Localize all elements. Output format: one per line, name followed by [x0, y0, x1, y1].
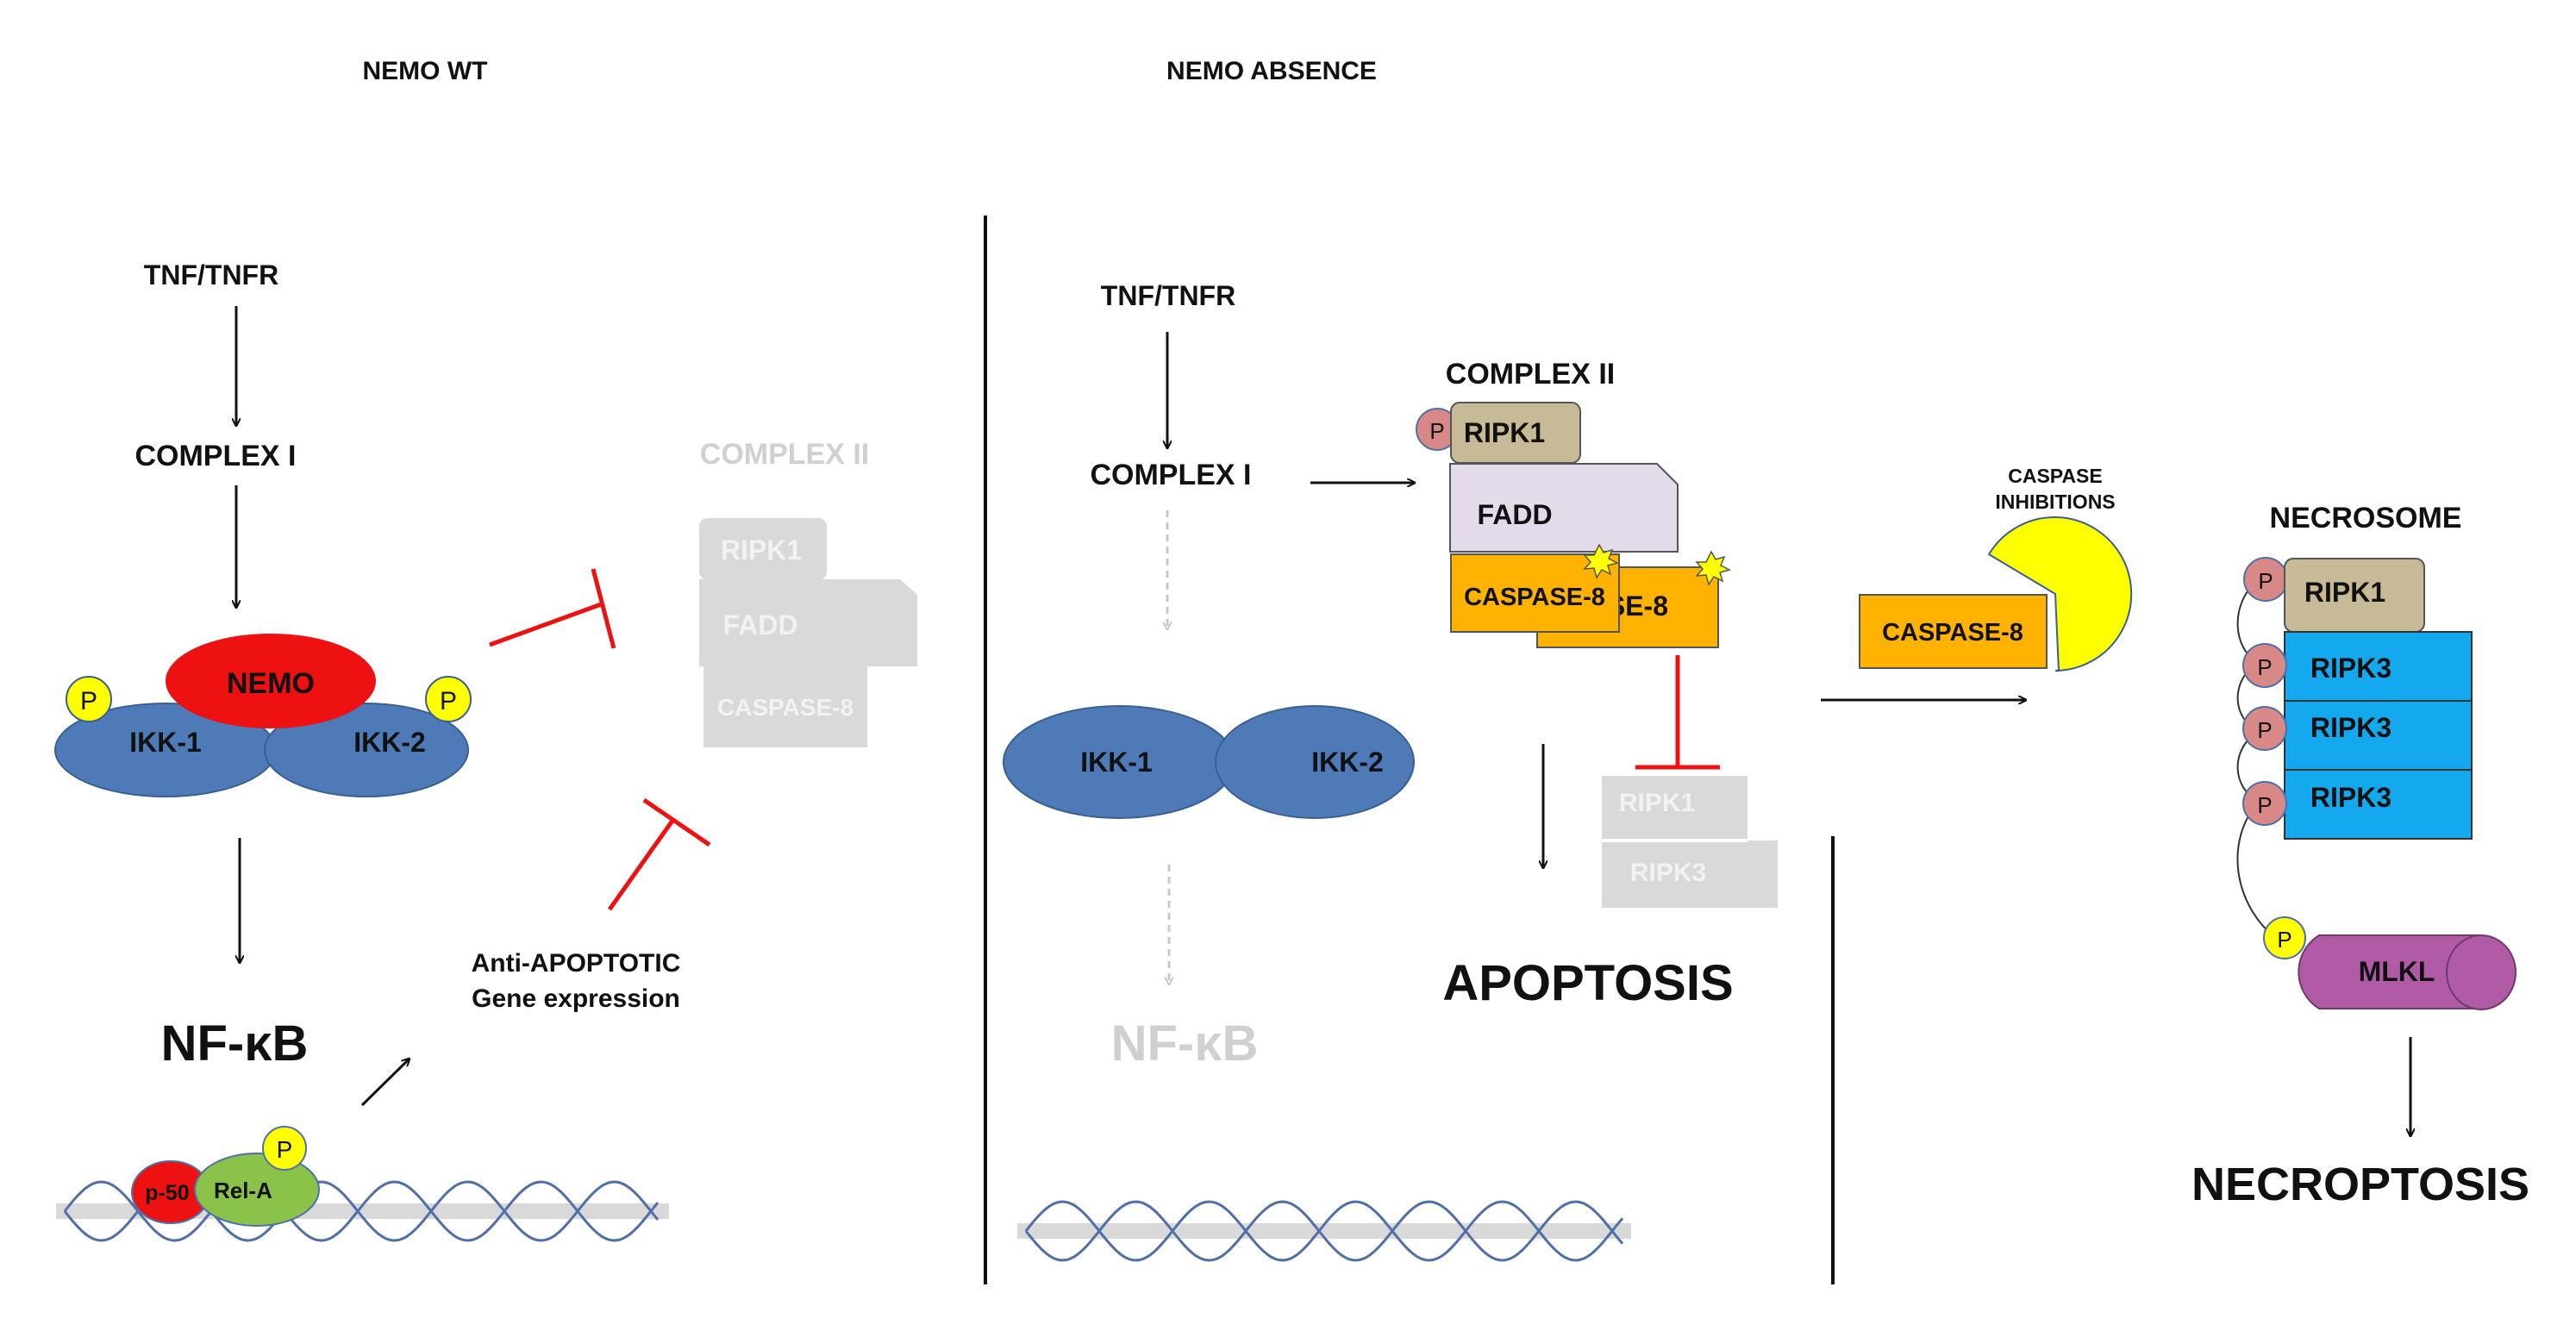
- right-ikk-complex: IKK-1 IKK-2: [1003, 705, 1415, 819]
- right-panel-header: NEMO ABSENCE: [1166, 57, 1377, 85]
- ikk2-phospho-label: P: [440, 687, 457, 715]
- right-nfkb-label: NF-κB: [1111, 1015, 1259, 1072]
- right-ikk2-oval: [1215, 705, 1415, 819]
- arrow-to-anti-apoptotic: [360, 1059, 410, 1107]
- ripk3-phospho-label: P: [2257, 654, 2272, 680]
- nemo-label: NEMO: [227, 667, 315, 700]
- inhibition-bar-ikk-to-complex2: [489, 568, 616, 649]
- mlkl-label: MLKL: [2359, 956, 2435, 987]
- faded-fadd-box: [699, 579, 917, 666]
- faded-fadd-label: FADD: [722, 609, 797, 641]
- left-panel-header: NEMO WT: [363, 57, 488, 85]
- faded-ripk1-label: RIPK1: [1619, 789, 1695, 817]
- caspase-inhibitions-label-line1: CASPASE: [2008, 465, 2103, 487]
- complex2-ripk1-phospho-label: P: [1429, 418, 1444, 444]
- faded-caspase8-label: CASPASE-8: [717, 694, 853, 721]
- apoptosis-label: APOPTOSIS: [1442, 955, 1733, 1011]
- inhibited-caspase8-label: CASPASE-8: [1882, 619, 2023, 647]
- left-tnf-label: TNF/TNFR: [144, 259, 278, 291]
- rela-oval: [194, 1153, 320, 1227]
- nemo-oval: [166, 634, 376, 728]
- complex2-fadd-label: FADD: [1477, 499, 1552, 530]
- right-tnf-label: TNF/TNFR: [1101, 280, 1235, 311]
- right-ikk1-label: IKK-1: [1080, 747, 1153, 778]
- ikk1-phospho-label: P: [80, 687, 97, 715]
- ripk3-phospho-label: P: [2257, 792, 2272, 818]
- left-ikk-complex: NEMO IKK-1 IKK-2 P P: [54, 634, 472, 797]
- mlkl-phospho-circle: [2263, 916, 2306, 959]
- mlkl-protein: MLKL P: [2263, 916, 2517, 1010]
- inhibition-bar-caspase8-to-ripk: [1635, 655, 1720, 770]
- ripk3-label: RIPK3: [2310, 782, 2392, 813]
- right-ikk2-label: IKK-2: [1311, 747, 1384, 778]
- mlkl-phospho-label: P: [2277, 927, 2292, 953]
- right-complex2-label: COMPLEX II: [1446, 358, 1615, 391]
- right-complex1-label: COMPLEX I: [1090, 459, 1251, 491]
- cleavage-star-icon: [1583, 543, 1620, 579]
- ikk1-label: IKK-1: [129, 727, 202, 758]
- ikk2-phospho-circle: [425, 676, 472, 722]
- rela-phospho-circle: [262, 1126, 307, 1171]
- ripk3-phospho-circle: [2242, 706, 2287, 751]
- inhibition-bar-gene-expression-to-complex2: [607, 797, 711, 911]
- ripk3-phospho-label: P: [2257, 717, 2272, 743]
- necrosome-ripk1-label: RIPK1: [2304, 577, 2385, 608]
- faded-ripk3-label: RIPK3: [1630, 859, 1706, 887]
- ikk1-phospho-circle: [66, 676, 112, 722]
- necroptosis-label: NECROPTOSIS: [2191, 1159, 2529, 1210]
- caspase-inhibitor-pacman-icon: [1987, 516, 2133, 672]
- p50-label: p-50: [145, 1181, 189, 1205]
- necrosome-label: NECROSOME: [2270, 502, 2462, 534]
- rela-label: Rel-A: [214, 1178, 272, 1203]
- ikk2-label: IKK-2: [353, 727, 426, 758]
- right-dna-strand: [1017, 1200, 1631, 1262]
- anti-apoptotic-label-line2: Gene expression: [472, 984, 680, 1013]
- ripk3-label: RIPK3: [2310, 712, 2392, 743]
- ripk3-phospho-circle: [2242, 781, 2287, 826]
- necrosome-ripk1-phospho-label: P: [2258, 568, 2273, 594]
- mlkl-cylinder-cap: [2446, 934, 2517, 1010]
- necrosome-linker-curve: [2236, 578, 2279, 940]
- anti-apoptotic-label-line1: Anti-APOPTOTIC: [472, 949, 681, 978]
- inhibited-caspase8-box: [1859, 594, 2048, 669]
- left-nfkb-label: NF-κB: [161, 1015, 309, 1072]
- complex2-ripk1-label: RIPK1: [1464, 417, 1545, 448]
- rela-phospho-label: P: [277, 1136, 293, 1163]
- ripk3-phospho-circle: [2242, 643, 2287, 688]
- cleavage-star-icon: [1695, 550, 1732, 586]
- ripk3-label: RIPK3: [2310, 653, 2392, 684]
- nfkb-dna-complex: p-50 Rel-A P: [131, 1126, 320, 1227]
- ripk3-box: [2284, 700, 2473, 771]
- ripk3-box: [2284, 769, 2473, 840]
- left-complex2-label: COMPLEX II: [700, 438, 869, 471]
- ikk2-oval: [264, 703, 469, 797]
- faded-ripk1-box: [699, 518, 827, 580]
- caspase-inhibitions-label-line2: INHIBITIONS: [1995, 491, 2115, 513]
- complex2-fadd-box: [1449, 463, 1679, 553]
- ripk3-box: [2284, 631, 2473, 702]
- left-complex1-label: COMPLEX I: [134, 440, 296, 472]
- caspase8-front-label: CASPASE-8: [1464, 584, 1605, 611]
- faded-ripk1-label: RIPK1: [721, 534, 802, 566]
- faded-caspase8-box: [703, 666, 867, 747]
